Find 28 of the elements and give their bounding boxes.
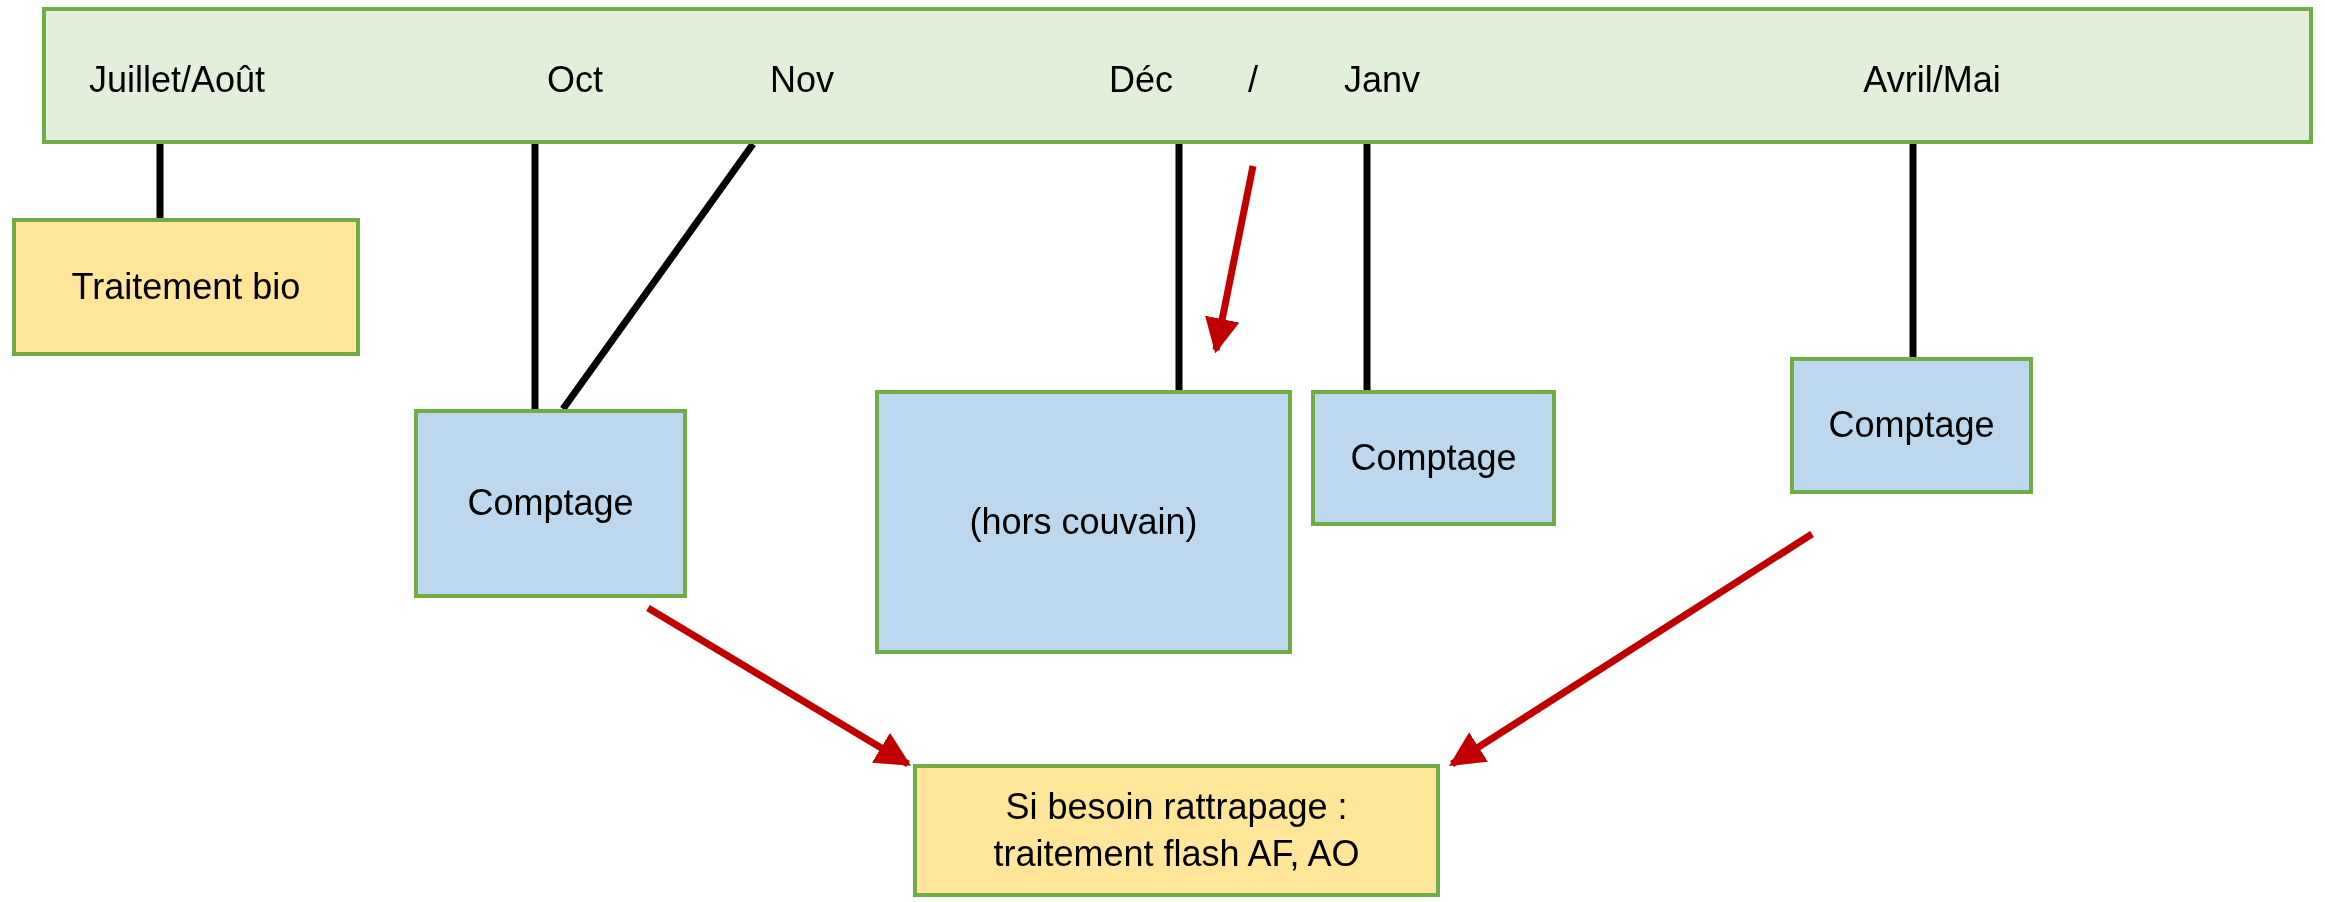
process-box — [1311, 390, 1556, 526]
month-label: Avril/Mai — [1863, 59, 2001, 101]
box-label: Traitement bio — [71, 264, 301, 309]
month-label: Juillet/Août — [88, 59, 266, 101]
connector-line — [1175, 144, 1183, 390]
arrow — [1449, 531, 1814, 767]
month-label: / — [1248, 59, 1258, 101]
box-label: Comptage — [1828, 403, 1995, 448]
month-label: Janv — [1344, 59, 1420, 101]
connector-line — [1909, 144, 1917, 357]
treatment-box — [913, 764, 1440, 897]
box-label: Comptage — [1350, 435, 1517, 480]
connector-line — [1363, 144, 1371, 390]
treatment-box — [12, 218, 360, 356]
arrow — [1205, 165, 1257, 354]
connector-line — [531, 144, 539, 409]
month-label: Déc — [1109, 59, 1173, 101]
month-label: Oct — [547, 59, 603, 101]
box-label: Comptage — [467, 481, 634, 526]
timeline-band — [42, 7, 2313, 144]
connector-line — [156, 144, 164, 218]
box-label: (hors couvain) — [969, 499, 1198, 544]
arrow — [646, 605, 911, 767]
process-box — [414, 409, 687, 598]
process-box — [1790, 357, 2033, 494]
process-box — [875, 390, 1292, 654]
box-label: Si besoin rattrapage : traitement flash AF, AO — [992, 784, 1361, 876]
month-label: Nov — [770, 59, 834, 101]
